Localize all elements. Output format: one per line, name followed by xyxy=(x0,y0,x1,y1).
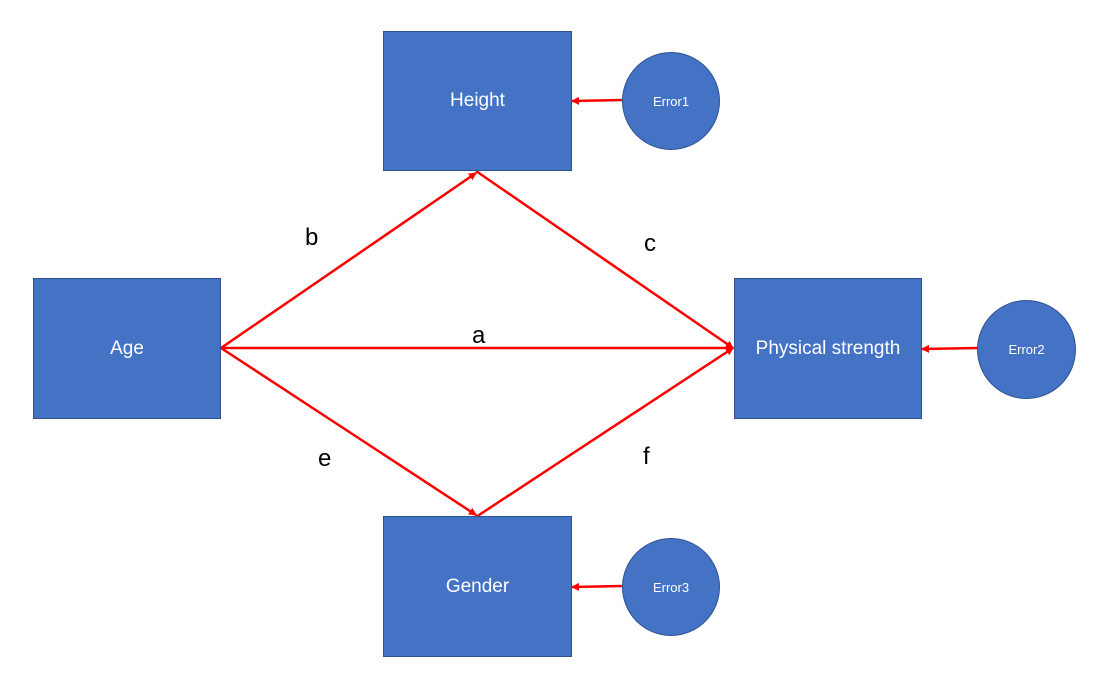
node-physical-strength: Physical strength xyxy=(734,278,922,419)
node-error3: Error3 xyxy=(622,538,720,636)
arrow-age-to-height xyxy=(220,171,477,350)
node-age: Age xyxy=(33,278,221,419)
node-error1: Error1 xyxy=(622,52,720,150)
arrow-error2-to-physical-strength xyxy=(921,344,979,353)
edge-label-f: f xyxy=(643,443,650,470)
edge-label-a: a xyxy=(472,322,486,349)
node-height: Height xyxy=(383,31,572,171)
node-error2: Error2 xyxy=(977,300,1076,399)
arrow-age-to-gender xyxy=(220,346,477,517)
edge-label-e: e xyxy=(318,445,332,472)
node-gender: Gender xyxy=(383,516,572,657)
arrow-error1-to-height xyxy=(571,96,623,105)
arrow-gender-to-physical-strength xyxy=(475,346,734,519)
edge-label-b: b xyxy=(305,224,319,251)
arrow-height-to-physical-strength xyxy=(475,169,734,350)
edge-label-c: c xyxy=(644,230,656,257)
arrow-error3-to-gender xyxy=(571,582,623,591)
